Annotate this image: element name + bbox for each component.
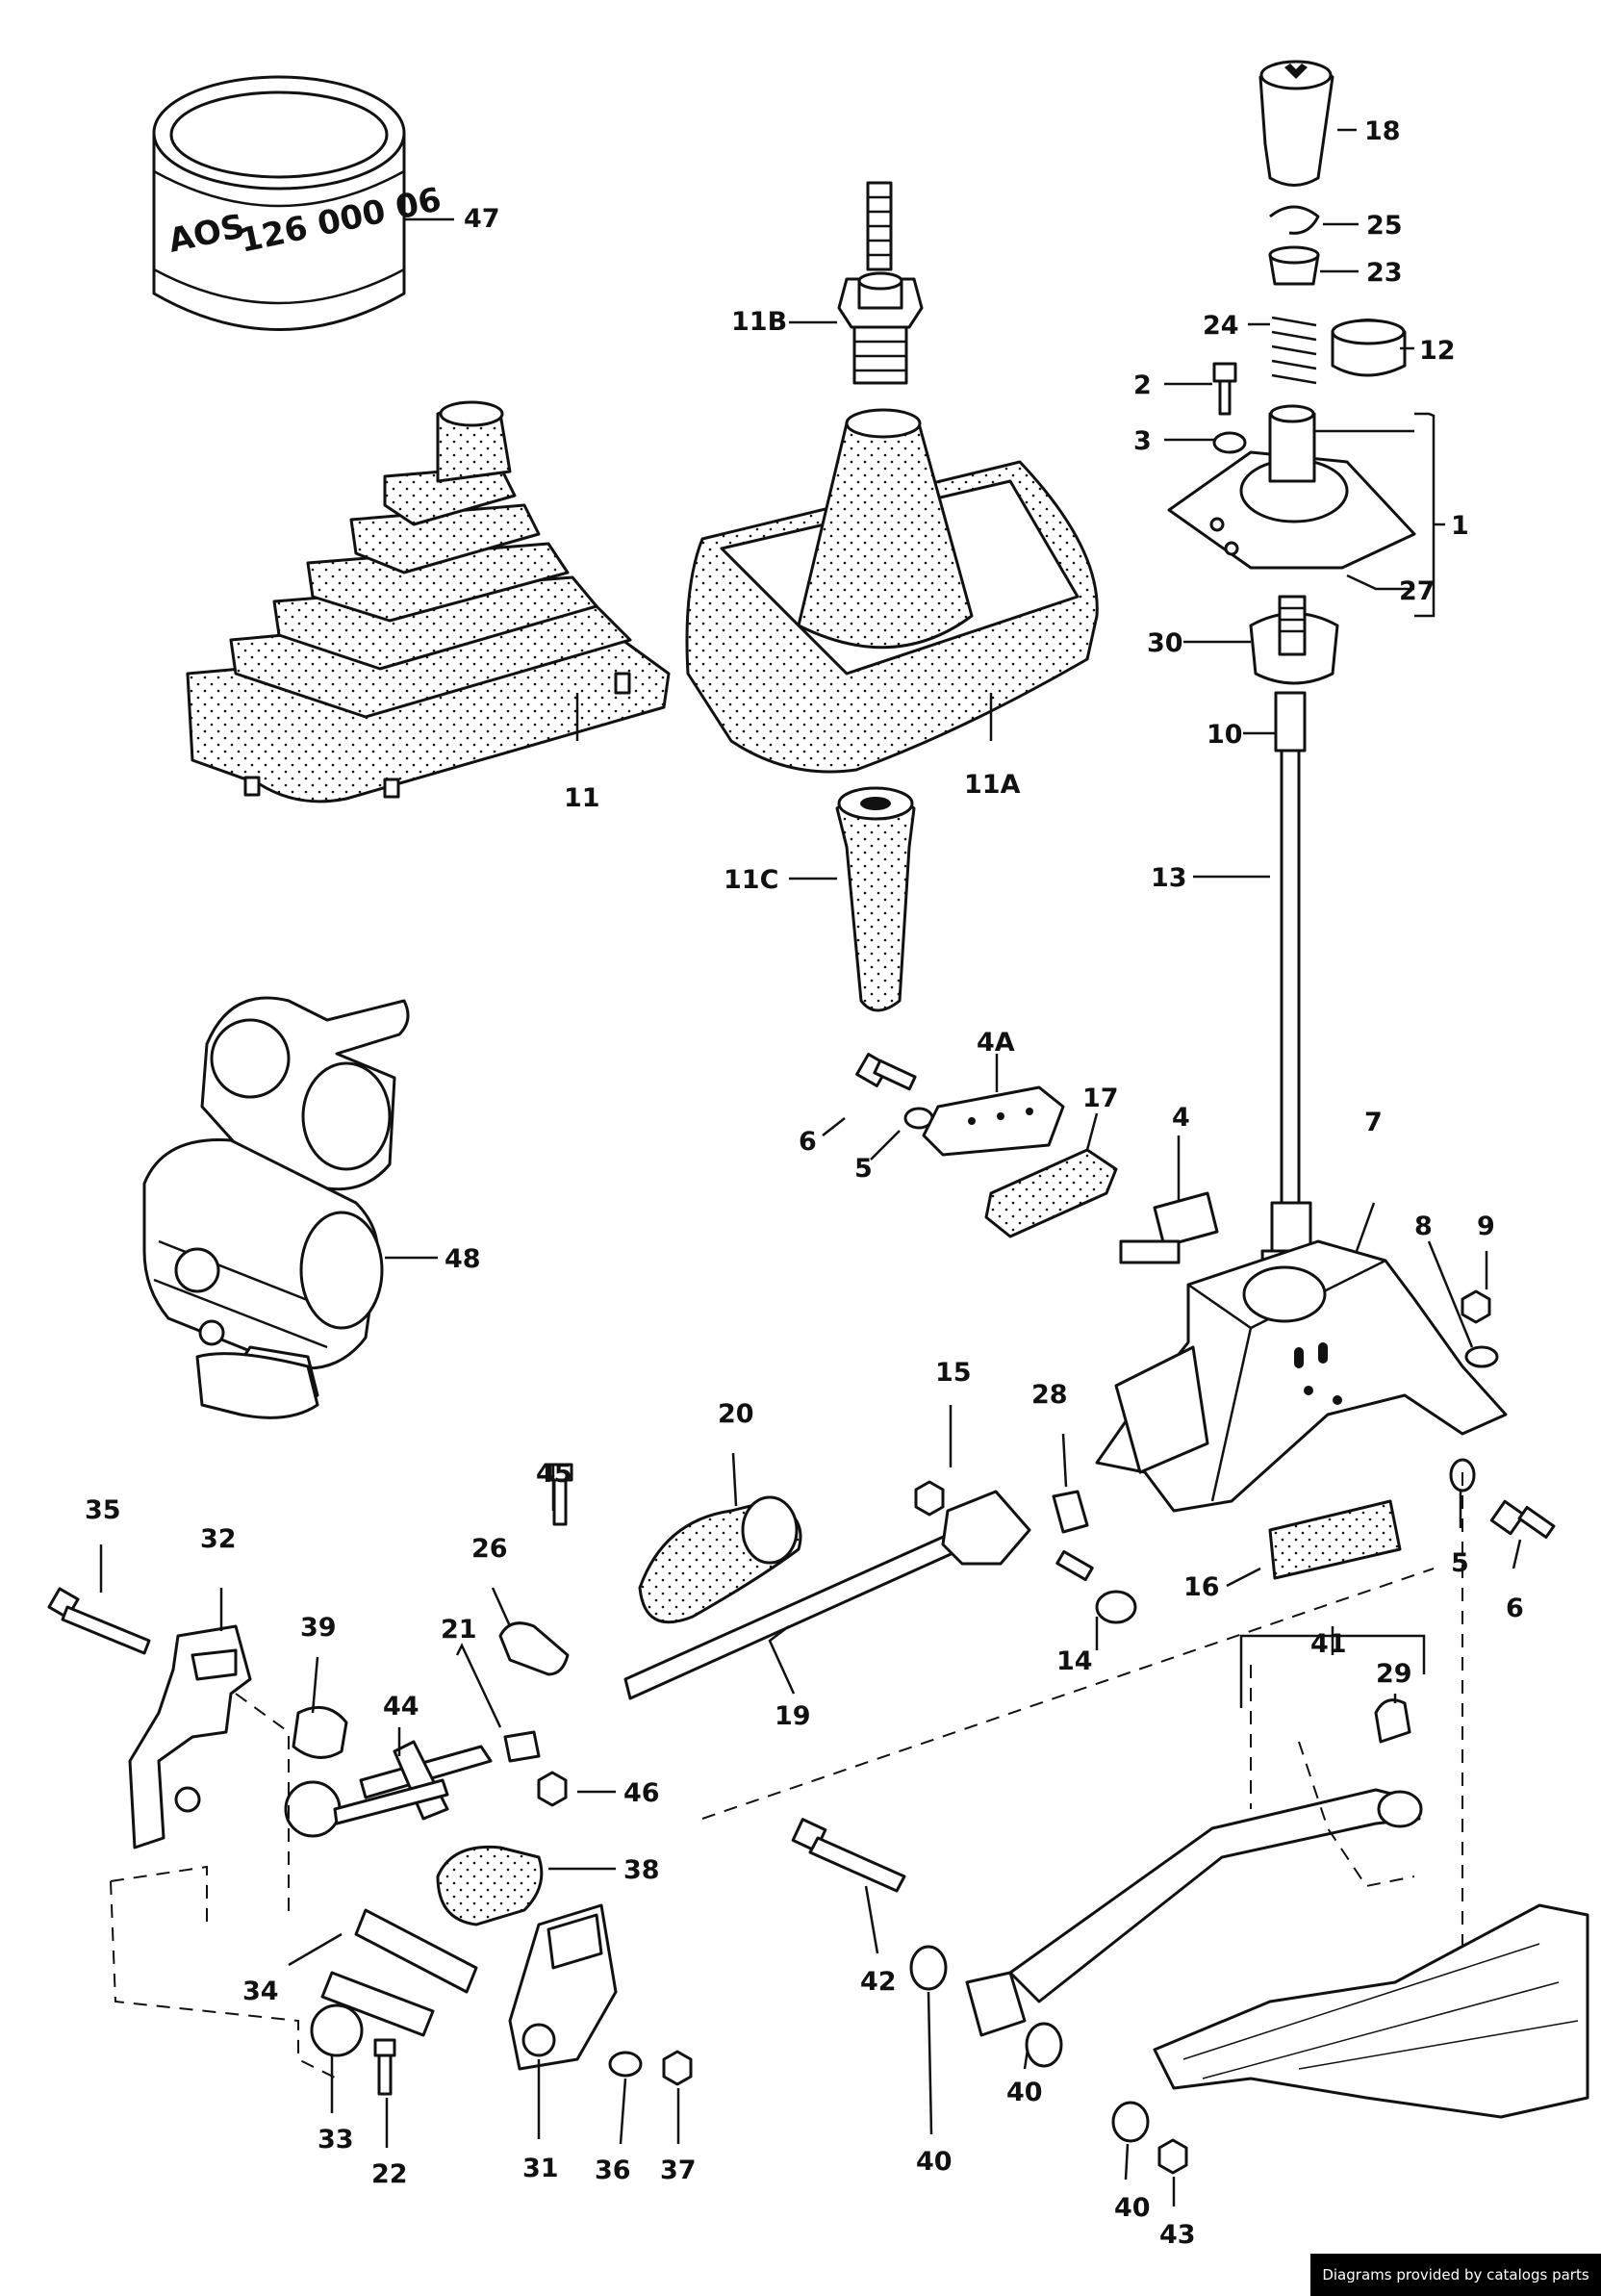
credit-banner: Diagrams provided by catalogs parts — [1310, 2254, 1601, 2296]
callout-46: 46 — [623, 1778, 660, 1808]
callout-11: 11 — [564, 783, 600, 813]
reference-line-f — [1298, 1741, 1415, 1888]
callout-11c: 11C — [724, 865, 778, 895]
callout-2: 2 — [1133, 370, 1152, 400]
reference-line-a — [701, 1568, 1435, 1820]
callout-14: 14 — [1056, 1646, 1093, 1676]
callout-11a: 11A — [964, 770, 1021, 800]
callout-32: 32 — [200, 1524, 237, 1554]
callout-18: 18 — [1364, 116, 1401, 146]
callout-30: 30 — [1147, 628, 1183, 658]
callout-34: 34 — [242, 1977, 279, 2006]
reference-line-e — [235, 1693, 290, 1915]
assembly-bracket-1 — [1414, 412, 1445, 618]
callout-labels: 47 11B 18 25 23 24 12 2 3 1 27 30 10 11 … — [85, 116, 1524, 2250]
callout-3: 3 — [1133, 426, 1152, 456]
callout-9: 9 — [1477, 1212, 1495, 1241]
callout-27: 27 — [1399, 576, 1436, 606]
callout-40-c: 40 — [1114, 2193, 1151, 2223]
callout-12: 12 — [1419, 336, 1456, 366]
callout-31: 31 — [522, 2154, 559, 2183]
right-fasteners-drawing — [1449, 1289, 1556, 1539]
grease-tin-drawing: AOS 126 000 06 — [152, 75, 445, 331]
callout-10: 10 — [1207, 720, 1243, 750]
upper-small-parts-drawing — [855, 1053, 1118, 1238]
lower-linkage-drawing — [47, 1587, 693, 2096]
reference-line-d — [110, 1865, 338, 2079]
callout-40-b: 40 — [1006, 2078, 1043, 2107]
callout-5-upper: 5 — [854, 1154, 873, 1184]
pedestal-drawing — [1095, 1191, 1508, 1513]
callout-24: 24 — [1203, 311, 1239, 341]
middle-fasteners-drawing — [914, 1480, 1402, 1624]
shift-lever-assembly-drawing — [1167, 60, 1416, 1359]
stud-adapter-drawing — [837, 181, 924, 385]
callout-6-upper: 6 — [799, 1127, 817, 1157]
callout-28: 28 — [1031, 1380, 1068, 1410]
callout-25: 25 — [1366, 211, 1403, 241]
callout-48: 48 — [445, 1244, 481, 1274]
callout-7: 7 — [1364, 1108, 1383, 1137]
callout-29: 29 — [1376, 1659, 1412, 1689]
callout-23: 23 — [1366, 258, 1403, 288]
callout-33: 33 — [318, 2125, 354, 2155]
callout-5-lower: 5 — [1451, 1548, 1469, 1578]
callout-36: 36 — [595, 2156, 631, 2185]
callout-15: 15 — [935, 1358, 972, 1388]
callout-11b: 11B — [731, 307, 787, 337]
callout-1: 1 — [1451, 511, 1469, 541]
callout-42: 42 — [860, 1967, 897, 1997]
callout-13: 13 — [1151, 863, 1187, 893]
callout-19: 19 — [775, 1701, 811, 1731]
callout-8: 8 — [1414, 1212, 1433, 1241]
gaiter-sleeve-drawing — [835, 786, 916, 1012]
callout-35: 35 — [85, 1495, 121, 1525]
callout-20: 20 — [718, 1399, 754, 1429]
callout-37: 37 — [660, 2156, 697, 2185]
callout-17: 17 — [1082, 1084, 1119, 1113]
leader-lines — [99, 128, 1522, 2207]
boot-frame-drawing — [685, 408, 1099, 774]
callout-41: 41 — [1310, 1629, 1347, 1659]
callout-44: 44 — [383, 1692, 419, 1722]
shift-rod-drawing — [498, 1463, 1031, 1763]
callout-16: 16 — [1183, 1572, 1220, 1602]
callout-39: 39 — [300, 1613, 337, 1643]
stepped-boot-drawing — [186, 400, 671, 804]
callout-43: 43 — [1159, 2220, 1196, 2250]
lower-right-linkage-drawing — [791, 1698, 1589, 2175]
callout-38: 38 — [623, 1855, 660, 1885]
callout-45: 45 — [536, 1459, 572, 1489]
callout-47: 47 — [464, 204, 500, 234]
callout-40-a: 40 — [916, 2147, 953, 2177]
selector-assembly-drawing — [142, 996, 410, 1419]
callout-26: 26 — [471, 1534, 508, 1564]
callout-4a: 4A — [977, 1028, 1015, 1058]
callout-22: 22 — [371, 2159, 408, 2189]
callout-4: 4 — [1172, 1103, 1190, 1133]
callout-21: 21 — [441, 1615, 477, 1645]
callout-6-lower: 6 — [1506, 1594, 1524, 1623]
